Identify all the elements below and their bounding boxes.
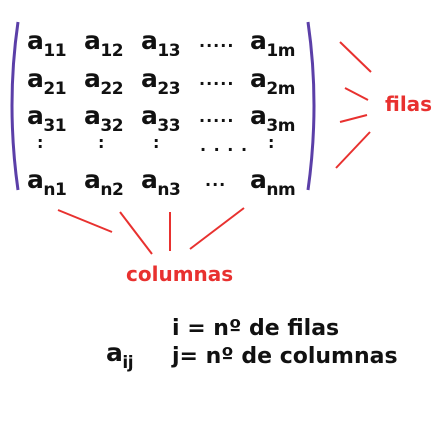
left-bracket	[10, 21, 20, 191]
matrix-cell-a3m: a3m	[250, 101, 295, 136]
matrix-cell-a13: a13	[141, 26, 181, 61]
col-pointer-4	[189, 207, 245, 250]
matrix-cell-anm: anm	[250, 165, 296, 200]
row-dots-3: ·····	[199, 111, 235, 130]
middle-dots: · · · ·	[200, 140, 249, 159]
columns-label: columnas	[126, 262, 234, 286]
matrix-cell-an3: an3	[141, 165, 181, 200]
right-bracket	[306, 21, 316, 191]
row-dots-n: ···	[205, 175, 227, 194]
matrix-cell-a23: a23	[141, 64, 181, 99]
column-dots-4: :	[268, 133, 276, 152]
matrix-cell-a11: a11	[27, 26, 67, 61]
matrix-cell-a21: a21	[27, 64, 67, 99]
matrix-cell-an2: an2	[84, 165, 124, 200]
col-pointer-1	[57, 209, 113, 233]
element-aij: aij	[106, 338, 134, 373]
row-pointer-3	[339, 114, 368, 123]
matrix-cell-a22: a22	[84, 64, 124, 99]
row-pointer-2	[344, 87, 369, 101]
matrix-cell-a1m: a1m	[250, 26, 295, 61]
column-dots-1: :	[37, 133, 45, 152]
matrix-cell-a32: a32	[84, 101, 124, 136]
row-pointer-1	[339, 41, 372, 73]
row-dots-2: ·····	[199, 74, 235, 93]
matrix-cell-a2m: a2m	[250, 64, 295, 99]
matrix-cell-a31: a31	[27, 101, 67, 136]
row-dots-1: ·····	[199, 36, 235, 55]
definition-i: i = nº de filas	[172, 316, 340, 341]
row-pointer-4	[335, 131, 371, 169]
matrix-cell-an1: an1	[27, 165, 67, 200]
col-pointer-2	[119, 211, 153, 255]
rows-label: filas	[385, 92, 433, 116]
matrix-cell-a12: a12	[84, 26, 124, 61]
definition-j: j= nº de columnas	[172, 344, 398, 369]
column-dots-2: :	[98, 133, 106, 152]
column-dots-3: :	[153, 133, 161, 152]
matrix-cell-a33: a33	[141, 101, 181, 136]
